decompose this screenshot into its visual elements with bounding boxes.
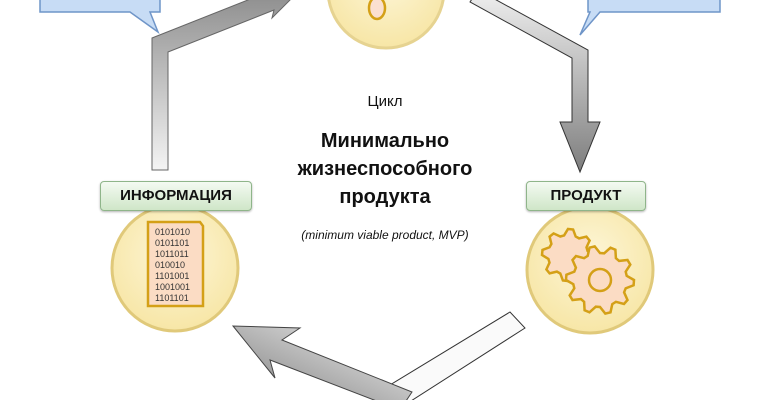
mvp-title: Минимально жизнеспособного продукта	[297, 130, 473, 208]
arrow-product-to-information	[384, 311, 526, 400]
idea-circle	[327, 0, 445, 50]
lightbulb-icon	[367, 0, 387, 21]
binary-lines: 0101010 0101101 1011011 010010 1101001 1…	[155, 227, 191, 303]
arrow-head-to-information	[231, 325, 413, 400]
binary-document-icon	[146, 220, 205, 308]
arrow-idea-to-product	[469, 0, 601, 174]
information-label: ИНФОРМАЦИЯ	[100, 181, 252, 211]
product-label: ПРОДУКТ	[526, 181, 646, 211]
arrow-information-to-idea	[151, 0, 291, 171]
callout-right	[579, 0, 721, 36]
cycle-caption: Цикл	[367, 93, 403, 110]
callout-left	[39, 0, 161, 35]
gears-icon	[540, 227, 636, 316]
mvp-subtitle: (minimum viable product, MVP)	[301, 228, 469, 242]
